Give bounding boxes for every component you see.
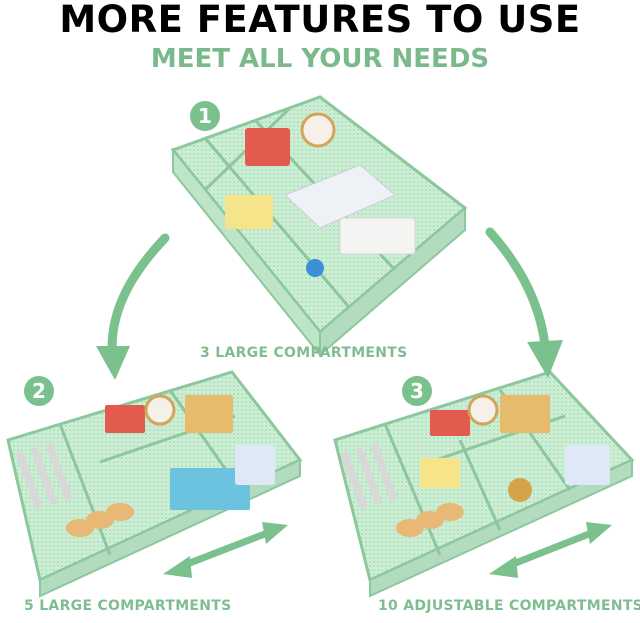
caption-panel-1: 3 LARGE COMPARTMENTS [200,345,408,361]
page-title: MORE FEATURES TO USE [59,0,581,41]
organizer-tray-1 [170,95,468,358]
slide-arrow-left-tray-icon [163,522,288,578]
caption-panel-3: 10 ADJUSTABLE COMPARTMENTS [378,598,640,614]
organizer-tray-2 [6,370,303,598]
arrow-right-curve-icon [485,227,563,378]
caption-panel-2: 5 LARGE COMPARTMENTS [24,598,232,614]
page-subtitle: MEET ALL YOUR NEEDS [150,44,490,74]
organizer-tray-3 [333,370,635,598]
step-badge-3: 3 [402,376,432,406]
slide-arrow-right-tray-icon [489,522,612,578]
step-badge-1: 1 [190,101,220,131]
arrow-left-curve-icon [96,233,170,380]
step-badge-2: 2 [24,376,54,406]
